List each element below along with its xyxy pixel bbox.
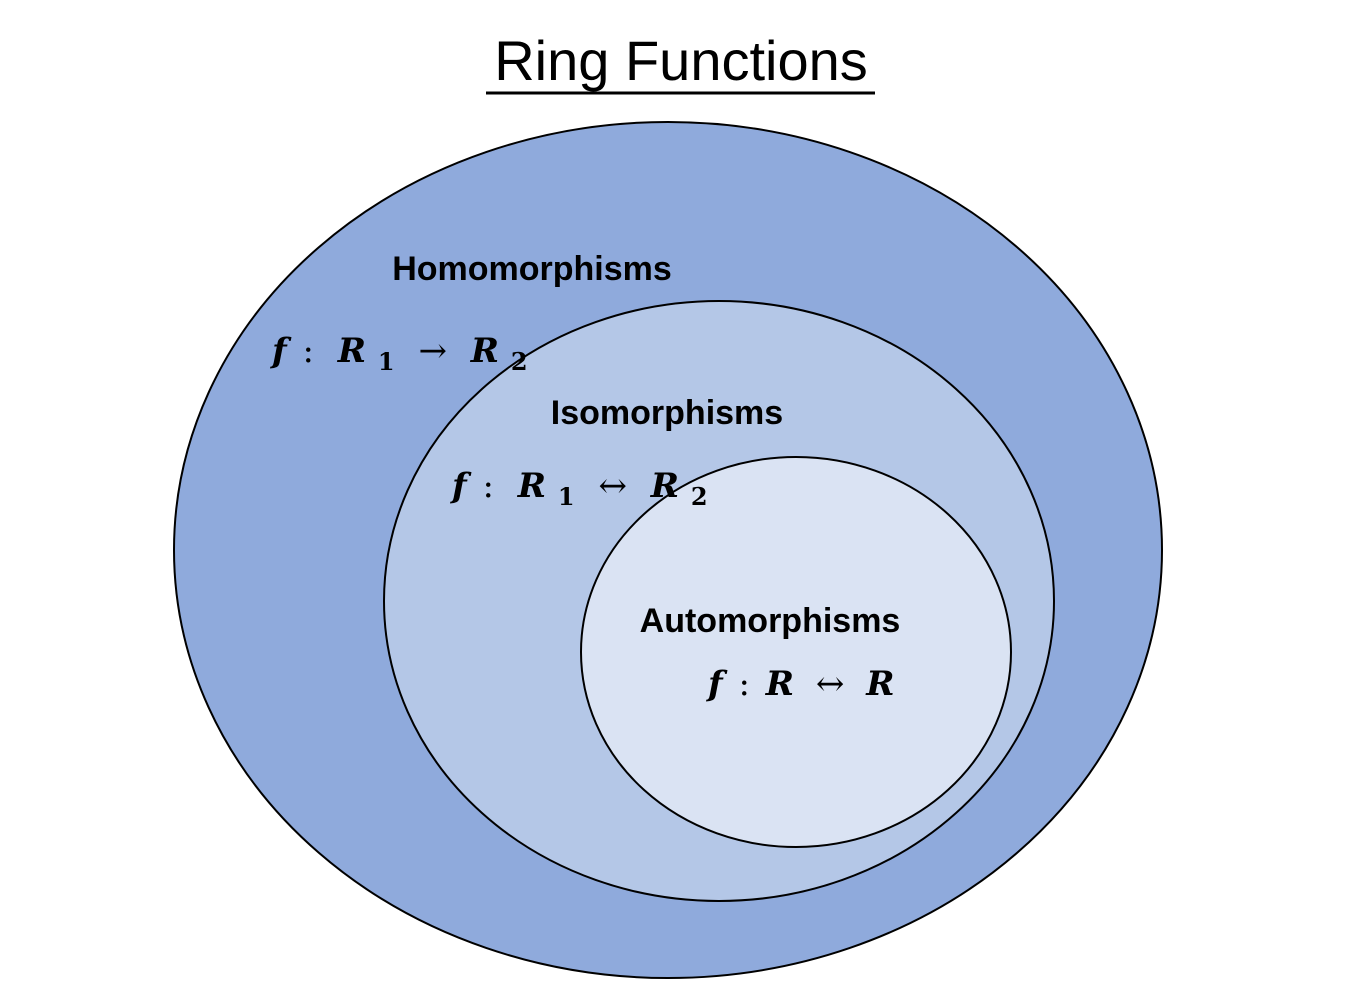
map-codomain-subscript: 2	[691, 482, 708, 511]
map-domain-subscript: 1	[558, 482, 575, 511]
map-domain: R	[517, 466, 546, 506]
map-function-symbol: f	[450, 466, 472, 506]
homomorphisms-label: Homomorphisms	[392, 250, 672, 288]
map-codomain: R	[470, 331, 499, 371]
homomorphisms-map: f : R 1 → R 2	[270, 331, 528, 379]
isomorphisms-label: Isomorphisms	[551, 394, 783, 432]
map-colon: :	[302, 331, 313, 371]
map-arrow: ↔	[598, 466, 627, 506]
map-function-symbol: f	[706, 664, 728, 704]
map-arrow: ↔	[816, 664, 845, 704]
automorphisms-label: Automorphisms	[640, 602, 901, 640]
diagram-title: Ring Functions	[494, 29, 868, 92]
map-arrow: →	[418, 331, 447, 371]
map-domain-subscript: 1	[378, 347, 395, 376]
map-function-symbol: f	[270, 331, 292, 371]
map-colon: :	[482, 466, 493, 506]
map-codomain-subscript: 2	[511, 347, 528, 376]
map-codomain: R	[650, 466, 679, 506]
automorphisms-set-ellipse	[580, 456, 1012, 848]
isomorphisms-map: f : R 1 ↔ R 2	[450, 466, 708, 514]
automorphisms-map: f : R ↔ R	[706, 664, 895, 704]
map-domain: R	[337, 331, 366, 371]
map-colon: :	[738, 664, 749, 704]
map-domain: R	[765, 664, 794, 704]
map-codomain: R	[865, 664, 894, 704]
